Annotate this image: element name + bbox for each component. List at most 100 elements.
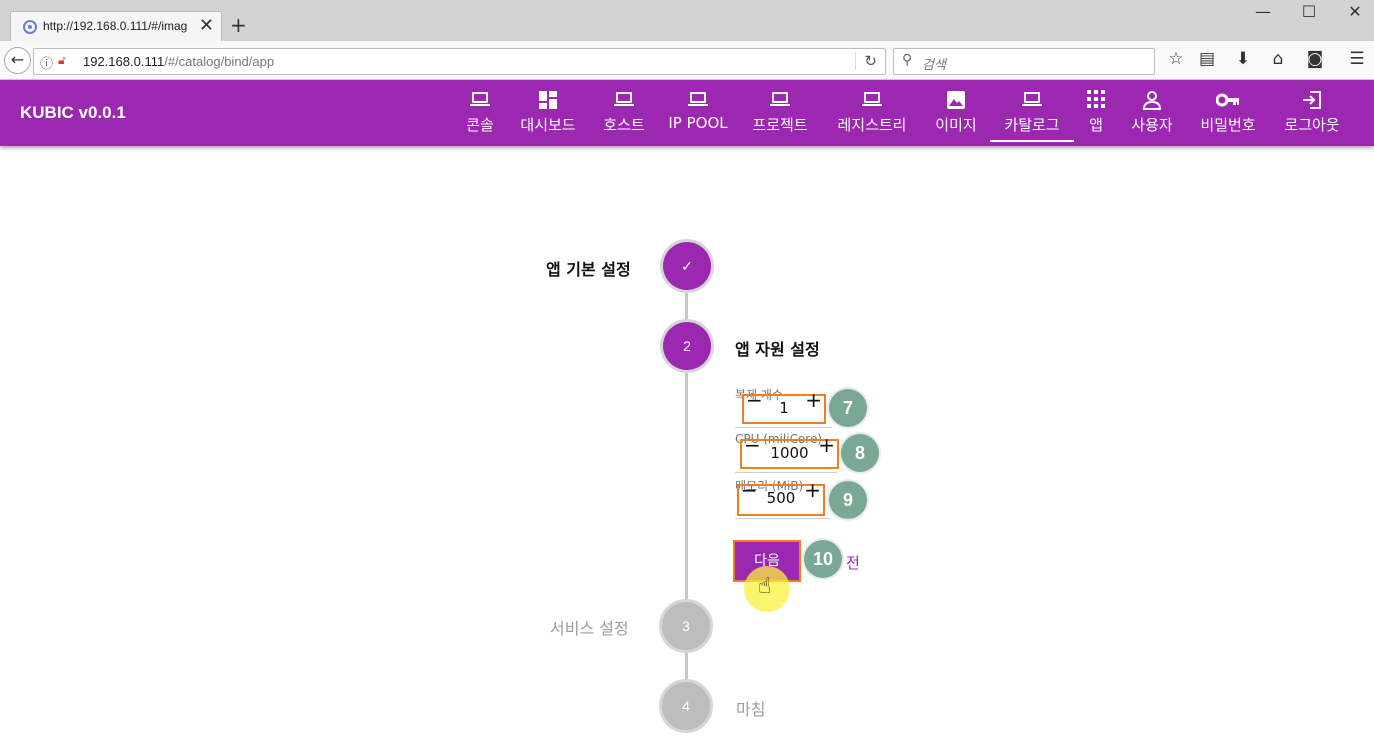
- home-icon[interactable]: ⌂: [1272, 49, 1284, 69]
- plus-icon[interactable]: +: [804, 478, 821, 502]
- download-icon[interactable]: ⬇: [1235, 49, 1251, 69]
- field-underline: [735, 427, 831, 428]
- pocket-icon[interactable]: ◙: [1306, 49, 1324, 69]
- hamburger-menu-icon[interactable]: ☰: [1349, 49, 1365, 69]
- cpu-stepper[interactable]: − 1000 +: [740, 433, 839, 469]
- menu-password[interactable]: 비밀번호: [1192, 80, 1264, 146]
- browser-navbar: ← ⓘ 🔓︎ 192.168.0.111/#/catalog/bind/app …: [0, 41, 1374, 80]
- reading-list-icon[interactable]: ▤: [1198, 49, 1216, 69]
- dashboard-icon: [539, 91, 557, 109]
- replicas-value[interactable]: 1: [779, 399, 789, 417]
- laptop-icon: [470, 92, 490, 107]
- step-2-label[interactable]: 앱 자원 설정: [735, 340, 820, 359]
- back-arrow-icon[interactable]: ←: [4, 47, 31, 74]
- plus-icon[interactable]: +: [805, 388, 822, 412]
- stepper-connector: [685, 290, 688, 320]
- favicon-icon: [23, 20, 37, 34]
- stepper-connector: [685, 650, 688, 682]
- memory-value[interactable]: 500: [766, 489, 796, 507]
- menu-label: 카탈로그: [1004, 116, 1060, 134]
- menu-label: 로그아웃: [1284, 116, 1340, 134]
- step-1-label[interactable]: 앱 기본 설정: [546, 260, 631, 279]
- menu-label: IP POOL: [668, 114, 728, 132]
- hand-cursor-icon: ☝: [758, 574, 772, 599]
- menu-label: 사용자: [1131, 116, 1173, 134]
- window-close-icon[interactable]: ✕: [1348, 2, 1362, 21]
- step-2-circle[interactable]: 2: [663, 322, 711, 370]
- memory-stepper[interactable]: − 500 +: [737, 478, 825, 516]
- menu-label: 대시보드: [520, 116, 576, 134]
- click-highlight: [744, 566, 790, 612]
- replicas-stepper[interactable]: − 1 +: [742, 388, 826, 424]
- plus-icon[interactable]: +: [818, 433, 835, 457]
- menu-label: 비밀번호: [1200, 116, 1256, 134]
- menu-ip-pool[interactable]: IP POOL: [664, 80, 732, 146]
- menu-label: 콘솔: [466, 116, 494, 134]
- next-button[interactable]: 다음: [733, 540, 801, 582]
- url-path: /#/catalog/bind/app: [164, 54, 275, 69]
- step-3-circle[interactable]: 3: [662, 602, 710, 650]
- reload-icon[interactable]: ↻: [855, 52, 877, 70]
- new-tab-icon[interactable]: +: [230, 13, 247, 37]
- laptop-icon: [614, 92, 634, 107]
- field-underline: [735, 518, 831, 519]
- url-host: 192.168.0.111: [83, 54, 165, 69]
- browser-titlebar: http://192.168.0.111/#/imag ✕ + — ☐ ✕: [0, 0, 1374, 42]
- menu-catalog[interactable]: 카탈로그: [990, 80, 1074, 146]
- apps-grid-icon: [1087, 90, 1105, 108]
- minimize-icon[interactable]: —: [1255, 2, 1271, 21]
- cpu-value[interactable]: 1000: [770, 444, 809, 462]
- step-4-circle[interactable]: 4: [662, 682, 710, 730]
- tab-title: http://192.168.0.111/#/imag: [43, 19, 188, 33]
- minus-icon[interactable]: −: [741, 478, 758, 502]
- step-4-label[interactable]: 마침: [736, 700, 766, 719]
- image-icon: [947, 91, 965, 109]
- check-icon[interactable]: ✓: [663, 242, 711, 290]
- laptop-icon: [862, 92, 882, 107]
- annotation-badge: 7: [829, 389, 867, 427]
- search-icon: ⚲: [902, 52, 913, 68]
- app-header: KUBIC v0.0.1 콘솔 대시보드 호스트 IP POOL 프로젝트 레지…: [0, 80, 1374, 146]
- annotation-badge: 9: [829, 481, 867, 519]
- info-icon[interactable]: ⓘ: [40, 57, 54, 72]
- menu-users[interactable]: 사용자: [1124, 80, 1180, 146]
- maximize-icon[interactable]: ☐: [1301, 2, 1317, 21]
- annotation-badge: 10: [804, 540, 842, 578]
- menu-console[interactable]: 콘솔: [456, 80, 504, 146]
- app-brand: KUBIC v0.0.1: [20, 103, 126, 122]
- address-bar[interactable]: ⓘ 🔓︎ 192.168.0.111/#/catalog/bind/app ↻: [33, 48, 886, 75]
- exit-icon: [1303, 91, 1321, 109]
- stepper-connector: [685, 370, 688, 602]
- minus-icon[interactable]: −: [744, 433, 761, 457]
- menu-label: 레지스트리: [837, 116, 907, 134]
- menu-registry[interactable]: 레지스트리: [828, 80, 916, 146]
- person-icon: [1142, 91, 1162, 110]
- bookmark-star-icon[interactable]: ☆: [1168, 49, 1184, 69]
- menu-logout[interactable]: 로그아웃: [1276, 80, 1348, 146]
- menu-label: 프로젝트: [752, 116, 808, 134]
- laptop-icon: [688, 92, 708, 107]
- laptop-icon: [770, 92, 790, 107]
- step-3-label[interactable]: 서비스 설정: [550, 619, 629, 638]
- field-underline: [735, 472, 837, 473]
- browser-tab[interactable]: http://192.168.0.111/#/imag ✕: [10, 11, 222, 42]
- search-bar[interactable]: ⚲ 검색: [893, 48, 1155, 75]
- menu-image[interactable]: 이미지: [928, 80, 984, 146]
- laptop-icon: [1022, 92, 1042, 107]
- menu-label: 앱: [1089, 116, 1103, 134]
- key-icon: [1215, 93, 1239, 107]
- close-tab-icon[interactable]: ✕: [198, 15, 214, 36]
- menu-label: 호스트: [603, 116, 645, 134]
- memory-label: 메모리 (MiB): [735, 479, 804, 493]
- menu-project[interactable]: 프로젝트: [744, 80, 816, 146]
- menu-app[interactable]: 앱: [1082, 80, 1110, 146]
- minus-icon[interactable]: −: [746, 388, 763, 412]
- search-placeholder: 검색: [922, 58, 946, 73]
- url-text[interactable]: 192.168.0.111/#/catalog/bind/app: [83, 54, 274, 69]
- prev-button[interactable]: 전: [846, 554, 860, 572]
- menu-host[interactable]: 호스트: [596, 80, 652, 146]
- annotation-badge: 8: [841, 434, 879, 472]
- menu-label: 이미지: [935, 116, 977, 134]
- insecure-lock-icon[interactable]: 🔓︎: [58, 53, 66, 67]
- menu-dashboard[interactable]: 대시보드: [512, 80, 584, 146]
